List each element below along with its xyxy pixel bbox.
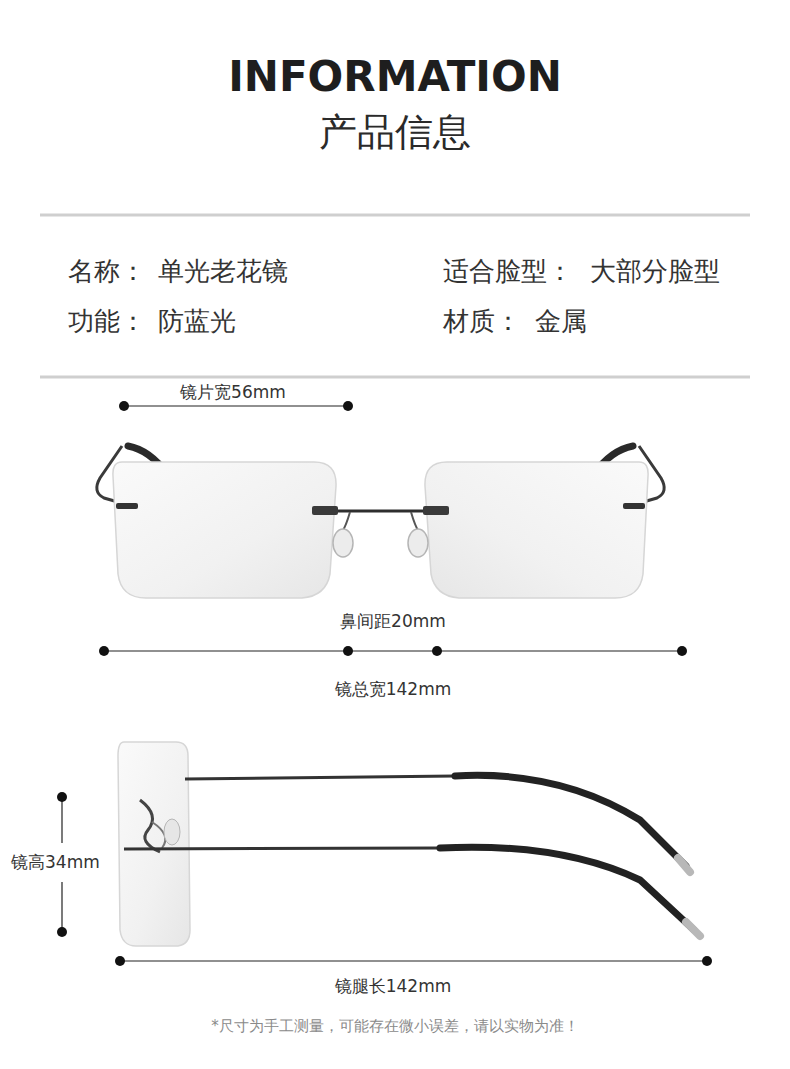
- separator: [40, 214, 750, 217]
- page-title: INFORMATION: [228, 52, 562, 102]
- field-name: 材质：: [443, 306, 521, 337]
- dimension-line: [119, 401, 353, 411]
- dimension-label: 镜高34mm: [8, 852, 103, 872]
- field-value: 单光老花镜: [158, 256, 288, 287]
- field-name: 功能：: [68, 306, 146, 337]
- glasses-side-view: [118, 742, 700, 946]
- dimension-label: 镜片宽56mm: [180, 382, 286, 402]
- dimension-label: 镜总宽142mm: [335, 679, 452, 699]
- field-name: 适合脸型：: [443, 256, 573, 287]
- lens-front: [113, 462, 648, 598]
- bridge: [116, 503, 645, 557]
- dimension-line: [99, 646, 687, 656]
- field-value: 金属: [535, 306, 587, 337]
- page-subtitle: 产品信息: [319, 110, 471, 156]
- dimension-line: [115, 956, 712, 966]
- dimension-label: 鼻间距20mm: [337, 611, 449, 631]
- separator: [40, 376, 750, 379]
- field-value: 大部分脸型: [590, 256, 720, 287]
- footnote: *尺寸为手工测量，可能存在微小误差，请以实物为准！: [211, 1017, 579, 1035]
- field-name: 名称：: [68, 256, 146, 287]
- field-value: 防蓝光: [158, 306, 236, 337]
- dimension-label: 镜腿长142mm: [335, 976, 452, 996]
